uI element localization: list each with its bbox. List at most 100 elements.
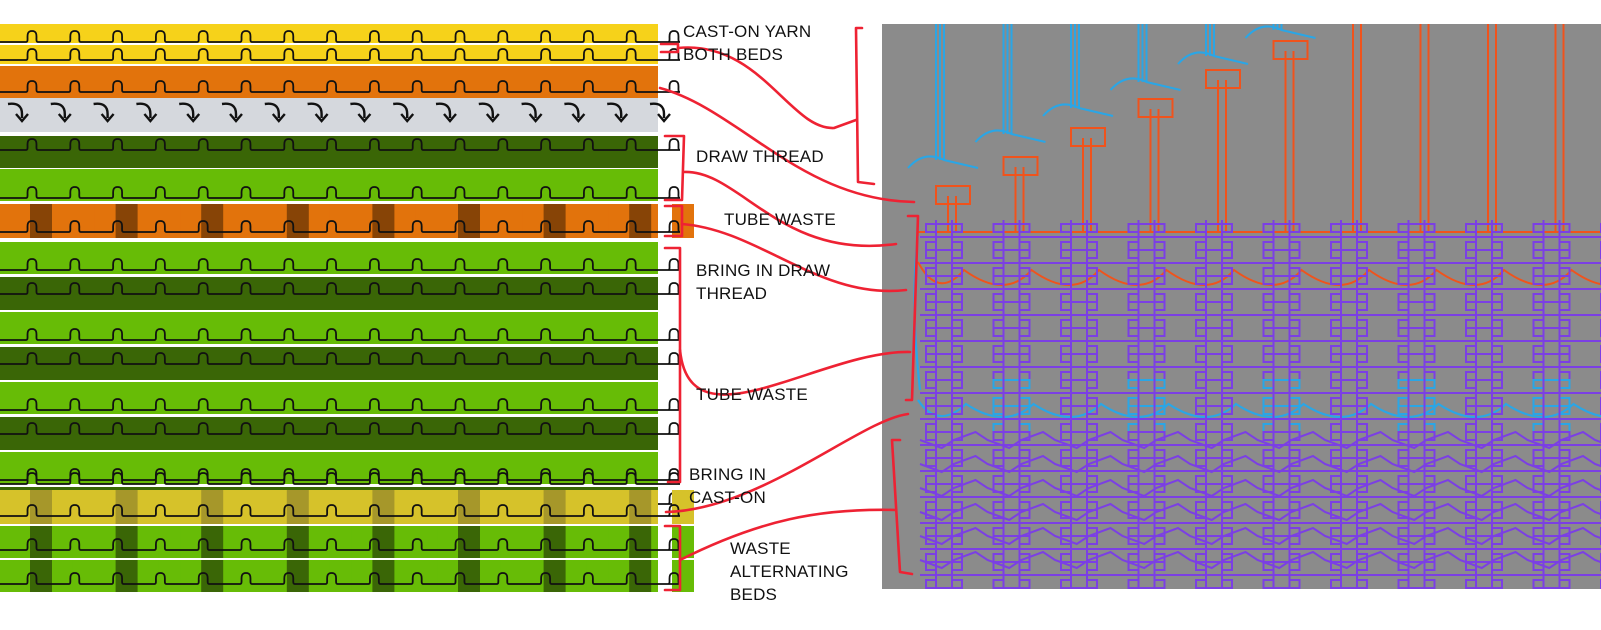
row-separator bbox=[0, 275, 658, 277]
bracket-sim-top bbox=[854, 26, 876, 186]
stitch-cell bbox=[372, 526, 395, 558]
transfer-arrow-icon bbox=[93, 102, 109, 118]
stitch-cell bbox=[415, 560, 438, 592]
transfer-arrow-icon bbox=[307, 102, 323, 118]
transfer-arrow-icon bbox=[571, 113, 586, 123]
bracket-sim-bottom bbox=[890, 438, 914, 576]
transfer-arrow-icon bbox=[229, 113, 243, 123]
transfer-arrow-icon bbox=[400, 113, 415, 123]
transfer-arrow-icon bbox=[100, 113, 115, 123]
label-waste-alternating-beds-line2: ALTERNATING bbox=[730, 562, 849, 581]
stitch-cell bbox=[543, 526, 566, 558]
blue-yarn-tail bbox=[974, 129, 1046, 143]
label-draw-thread: DRAW THREAD bbox=[696, 147, 824, 166]
leader-bring-in-draw bbox=[678, 348, 912, 396]
stitch-cell bbox=[72, 560, 95, 592]
stitch-cell bbox=[415, 526, 438, 558]
loop-stitch-icon bbox=[0, 472, 681, 485]
stitch-cell bbox=[500, 526, 523, 558]
label-tube-waste-top: TUBE WASTE bbox=[724, 210, 836, 229]
stitch-cell bbox=[201, 490, 224, 524]
stitch-cell bbox=[500, 560, 523, 592]
transfer-arrow-icon bbox=[657, 113, 671, 123]
stitch-cell bbox=[244, 526, 266, 558]
blue-yarn-tail bbox=[1244, 25, 1316, 39]
loop-stitch-icon bbox=[0, 258, 681, 271]
purple-waste-zigzag bbox=[919, 454, 1601, 474]
stitch-cell bbox=[500, 204, 523, 238]
stitch-cell bbox=[672, 560, 694, 592]
stitch-cell bbox=[329, 204, 352, 238]
loops-green-a bbox=[0, 468, 681, 481]
row-green-light bbox=[0, 382, 658, 414]
bracket-sim-mid bbox=[904, 214, 920, 402]
loop-stitch-icon bbox=[0, 538, 681, 551]
transfer-arrow-icon bbox=[357, 113, 372, 123]
stitch-cell bbox=[72, 204, 95, 238]
loop-stitch-icon bbox=[0, 504, 681, 517]
transfer-arrow-icon bbox=[564, 102, 580, 118]
row-green-dark bbox=[0, 346, 658, 380]
loops-green-a bbox=[0, 258, 681, 271]
bracket-tube-waste bbox=[663, 204, 684, 238]
stitch-cell bbox=[415, 490, 438, 524]
stitch-cell bbox=[158, 526, 181, 558]
loop-stitch-icon bbox=[0, 282, 681, 295]
stitch-cell bbox=[201, 526, 224, 558]
purple-waste-zigzag bbox=[919, 502, 1601, 522]
label-bring-in-draw-thread-line1: BRING IN DRAW bbox=[696, 261, 831, 280]
row-green-dark bbox=[0, 276, 658, 310]
stitch-cell bbox=[201, 560, 224, 592]
stitch-cell bbox=[244, 560, 266, 592]
stitch-cell bbox=[30, 204, 52, 238]
stitch-cell bbox=[329, 560, 352, 592]
transfer-arrow-icon bbox=[7, 102, 24, 118]
row-transfer bbox=[0, 98, 658, 132]
purple-waste-zigzag bbox=[919, 526, 1601, 546]
stitch-cell bbox=[286, 204, 309, 238]
stitch-cell bbox=[543, 490, 566, 524]
loop-stitch-icon bbox=[0, 30, 681, 43]
stitch-cell bbox=[586, 526, 609, 558]
loops-green-b bbox=[0, 352, 681, 365]
stitch-cell bbox=[115, 490, 138, 524]
sim-background bbox=[882, 24, 1601, 589]
stitch-cell bbox=[244, 490, 266, 524]
stitch-cell bbox=[586, 204, 609, 238]
row-draw-thread-back bbox=[0, 136, 658, 168]
loops-orange bbox=[0, 80, 681, 93]
leader-cast-on bbox=[676, 46, 858, 130]
loop-stitch-icon bbox=[0, 572, 681, 585]
row-green-light bbox=[0, 452, 658, 484]
stitch-cell bbox=[244, 204, 266, 238]
loops-cast-on-b bbox=[0, 48, 681, 61]
stitch-cell bbox=[629, 560, 652, 592]
loops-draw-a bbox=[0, 138, 681, 151]
purple-waste-zigzag bbox=[919, 478, 1601, 498]
transfer-arrow-icon bbox=[50, 102, 66, 118]
stitch-cell bbox=[158, 204, 181, 238]
row-green-light bbox=[0, 242, 658, 274]
orange-stitch bbox=[1205, 69, 1241, 89]
stitch-cell bbox=[458, 490, 480, 524]
stitch-cell bbox=[629, 526, 652, 558]
loop-stitch-icon bbox=[0, 468, 681, 481]
sim-content bbox=[907, 24, 1601, 589]
stitch-rows-panel bbox=[0, 24, 694, 592]
stitch-cell bbox=[30, 526, 52, 558]
orange-course-wave bbox=[917, 261, 1601, 286]
leader-orange bbox=[658, 86, 916, 204]
stitch-cell bbox=[158, 490, 181, 524]
stitch-cell bbox=[415, 204, 438, 238]
row-separator bbox=[0, 485, 658, 487]
label-bring-in-cast-on-line1: BRING IN bbox=[689, 465, 767, 484]
loops-tube-waste bbox=[0, 220, 681, 233]
blue-yarn-tail bbox=[1109, 77, 1181, 91]
loops-green-last bbox=[0, 472, 681, 485]
stitch-cell bbox=[629, 490, 652, 524]
transfer-arrow-icon bbox=[15, 113, 29, 123]
stitch-cell bbox=[629, 204, 652, 238]
orange-stitch bbox=[1272, 40, 1309, 60]
loop-stitch-icon bbox=[0, 422, 681, 435]
